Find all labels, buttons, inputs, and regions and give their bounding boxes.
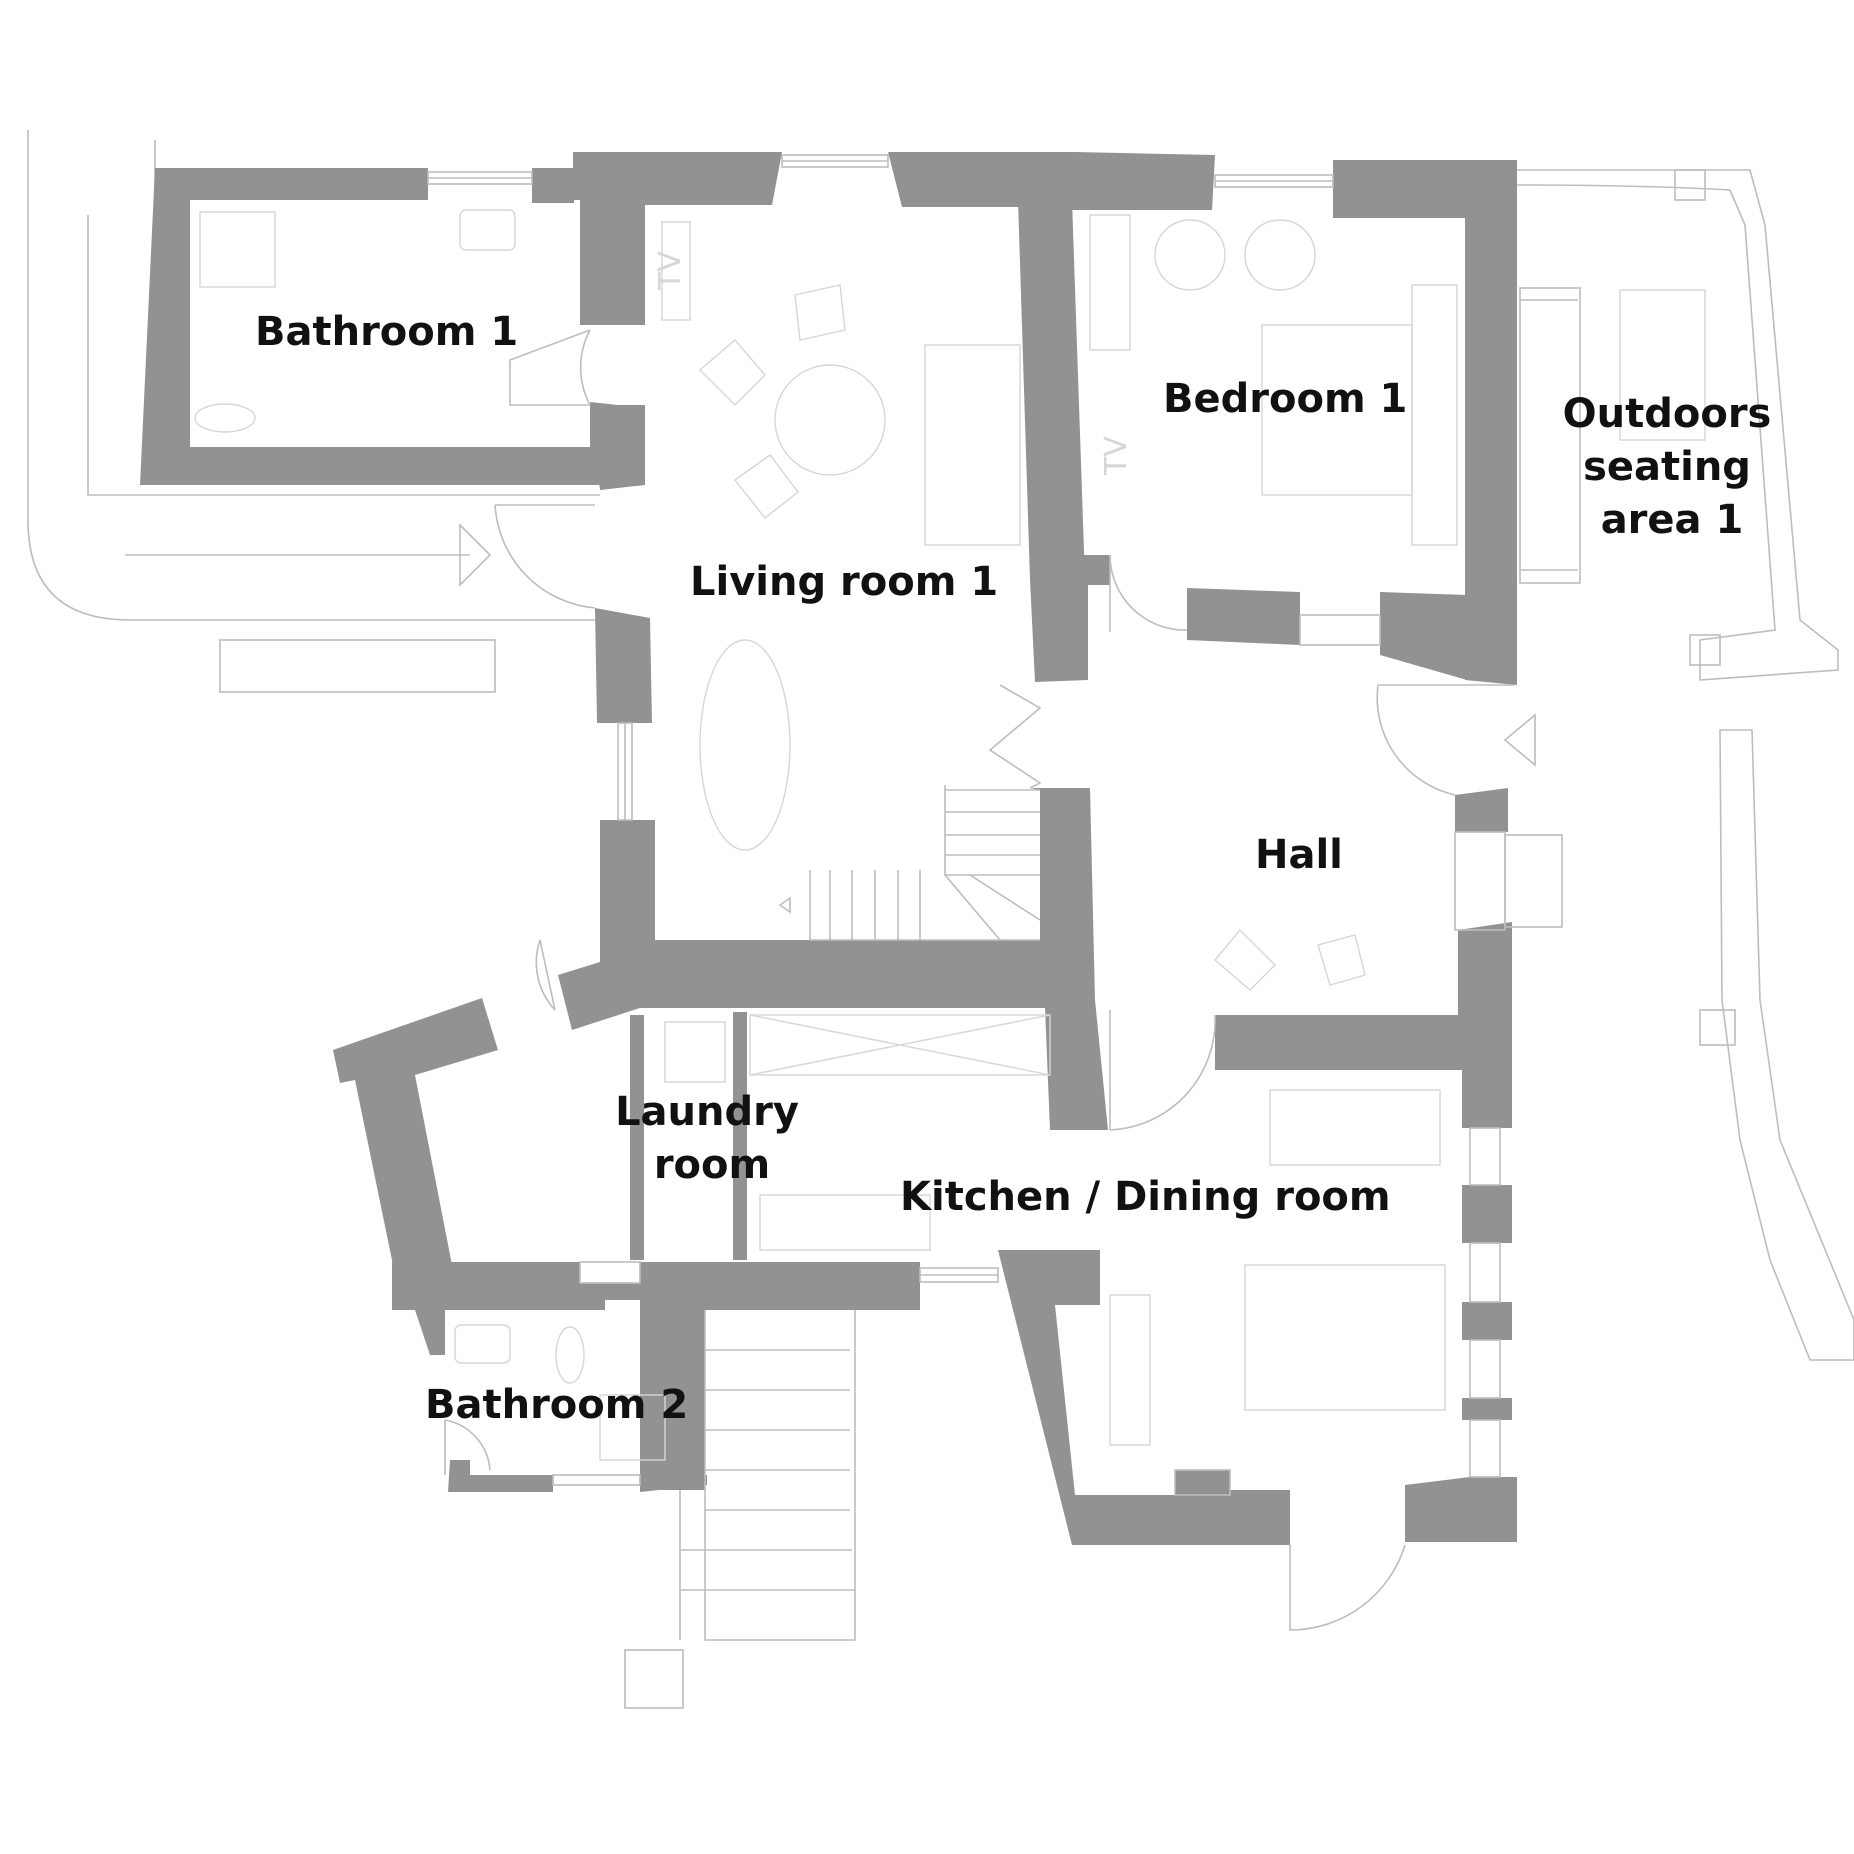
wall-kitchen-pier-1	[1462, 1185, 1512, 1243]
room-label-kitchen-dining: Kitchen / Dining room	[900, 1174, 1391, 1220]
room-label-laundry-line-1: Laundry	[615, 1089, 799, 1135]
wall-laundry-divider-2	[733, 1012, 747, 1260]
wall-bedroom-hall-jamb	[1070, 555, 1110, 585]
wall-central-spine	[1018, 200, 1088, 682]
wall-bathroom-2-south	[448, 1460, 707, 1492]
wall-living-bedroom-north	[888, 152, 1215, 210]
wall-laundry-north-west	[333, 998, 498, 1265]
room-label-bathroom-1: Bathroom 1	[255, 309, 518, 355]
wall-living-room-north-west	[573, 152, 782, 325]
toilet-icon	[194, 403, 256, 433]
kitchen-dining-table-icon	[1244, 1264, 1446, 1411]
toilet-2-icon	[555, 1326, 585, 1384]
wall-living-west-bottom	[558, 788, 1108, 1130]
wall-living-west-lower	[595, 608, 652, 723]
wall-laundry-south	[392, 1262, 920, 1490]
sofa-icon	[924, 344, 1021, 546]
wall-kitchen-south-west	[998, 1250, 1290, 1545]
bathtub-icon	[199, 211, 276, 288]
wall-bedroom-south-right	[1380, 592, 1467, 680]
room-label-laundry-line-2: room	[654, 1142, 770, 1188]
wall-hall-east-lower	[1215, 922, 1512, 1128]
wall-hall-east-upper	[1455, 788, 1508, 832]
wall-laundry-divider-1	[630, 1015, 644, 1260]
outdoor-table-icon	[1619, 289, 1706, 441]
wall-bedroom-south-left	[1187, 588, 1300, 645]
windows	[427, 154, 1581, 1496]
stove-icon	[1269, 1089, 1441, 1166]
room-labels: Bathroom 1 Living room 1 Bedroom 1 Outdo…	[255, 309, 1771, 1428]
wall-kitchen-pier-2	[1462, 1302, 1512, 1340]
wall-kitchen-south-east	[1405, 1477, 1517, 1542]
sink-2-icon	[454, 1324, 511, 1364]
furniture	[194, 209, 1706, 1461]
room-label-bathroom-2: Bathroom 2	[425, 1382, 688, 1428]
stairs	[624, 785, 1041, 1709]
wall-bathroom-1	[140, 168, 590, 485]
washing-machine-icon	[664, 1021, 726, 1083]
shower-icon	[599, 1394, 666, 1461]
room-label-bedroom-1: Bedroom 1	[1163, 376, 1407, 422]
wall-bedroom-east	[1333, 160, 1517, 685]
doors	[444, 329, 1515, 1631]
room-label-living-room-1: Living room 1	[690, 559, 998, 605]
room-label-outdoors-line-2: seating	[1583, 444, 1751, 490]
dining-table-icon	[699, 639, 791, 851]
room-label-outdoors-line-1: Outdoors	[1563, 391, 1772, 437]
wall-kitchen-pier-3	[1462, 1398, 1512, 1420]
wall-bathroom-1-top-stub	[532, 168, 574, 203]
coffee-table-icon	[774, 364, 886, 476]
sink-icon	[459, 209, 516, 251]
room-label-outdoors-line-3: area 1	[1601, 497, 1744, 543]
wall-bathroom-1-right-lower	[590, 402, 645, 490]
walls	[140, 152, 1517, 1545]
room-label-hall: Hall	[1255, 832, 1343, 878]
tv-label-bedroom: TV	[1099, 436, 1134, 476]
tv-label-living-room: TV	[653, 251, 688, 291]
